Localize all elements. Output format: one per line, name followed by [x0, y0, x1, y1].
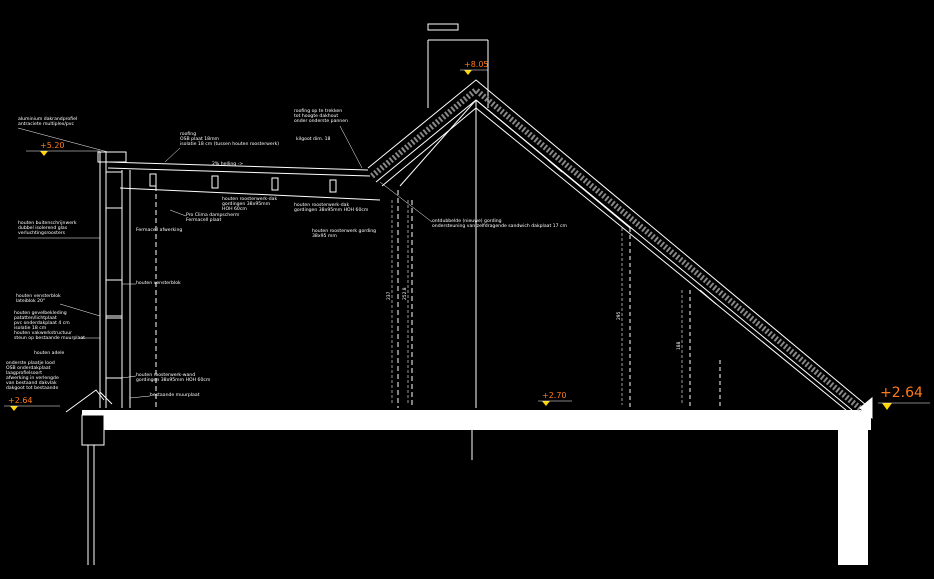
- note-existing-plate: bestaande muurplaat: [150, 392, 200, 398]
- dim-label-2: 252.8: [402, 287, 408, 300]
- note-roofing-ridge: roofing op te trekken tot hoogte dakhout…: [294, 108, 348, 124]
- note-window-sill: houten vensterblok: [136, 280, 181, 286]
- note-lintel: houten vensterblok lateiblok 20°: [16, 293, 62, 304]
- note-wall-grid: houten roosterwerk-wand gordingen 38x95m…: [136, 372, 211, 383]
- level-markers: +8.05 +5.20 +2.70 +2.64 +2.64: [4, 60, 930, 411]
- note-purlin-small: houten roosterwerk gording 38x95 mm: [312, 228, 378, 239]
- note-roof-grid-2: houten roosterwerk-dak gordingen 38x95mm…: [294, 202, 369, 213]
- note-aluminium-profile: aluminium dakrandprofiel antraciete mult…: [18, 116, 79, 127]
- note-roof-grid-1: houten roosterwerk-dak gordingen 38x95mm…: [222, 196, 279, 212]
- note-bottom-label: houten adele: [34, 350, 64, 356]
- annotations: aluminium dakrandprofiel antraciete mult…: [6, 108, 568, 399]
- level-eave-left: +5.20: [40, 141, 65, 150]
- pitched-roof: [367, 79, 873, 420]
- left-wall: [65, 152, 131, 413]
- note-base-build: onderste plaatje lood OSB onderdakplaat …: [6, 360, 60, 391]
- level-ground-right: +2.64: [880, 385, 923, 401]
- dimension-lines: [391, 200, 683, 405]
- note-wall-build: houten gevelbekleding patatten/lichtplaa…: [14, 310, 85, 341]
- flat-roof: [97, 151, 413, 408]
- note-gutter: kilgoot dim. 18: [296, 136, 331, 142]
- note-ridge-purlin: ontdubbelde (nieuwe) gording ondersteuni…: [432, 218, 568, 229]
- dim-label-3: 295: [616, 311, 622, 320]
- note-roofing-flat: roofing OSB plaat 18mm isolatie 18 cm (t…: [180, 131, 279, 147]
- note-fermacell-ceiling: Fermacell afwerking: [136, 227, 182, 233]
- level-ridge: +8.05: [464, 60, 489, 69]
- dim-label-1: 237: [386, 291, 392, 300]
- floor-slab: [81, 410, 871, 565]
- note-slope: 2% helling ->: [212, 161, 243, 167]
- note-vapour: Pro Clima dampscherm Fermacell plaat: [186, 212, 241, 223]
- dim-label-4: 188: [676, 341, 682, 350]
- note-outer-wall: houten buitenschrijnwerk dubbel isoleren…: [18, 220, 78, 236]
- level-floor: +2.70: [542, 391, 567, 400]
- level-ground-left: +2.64: [8, 396, 33, 405]
